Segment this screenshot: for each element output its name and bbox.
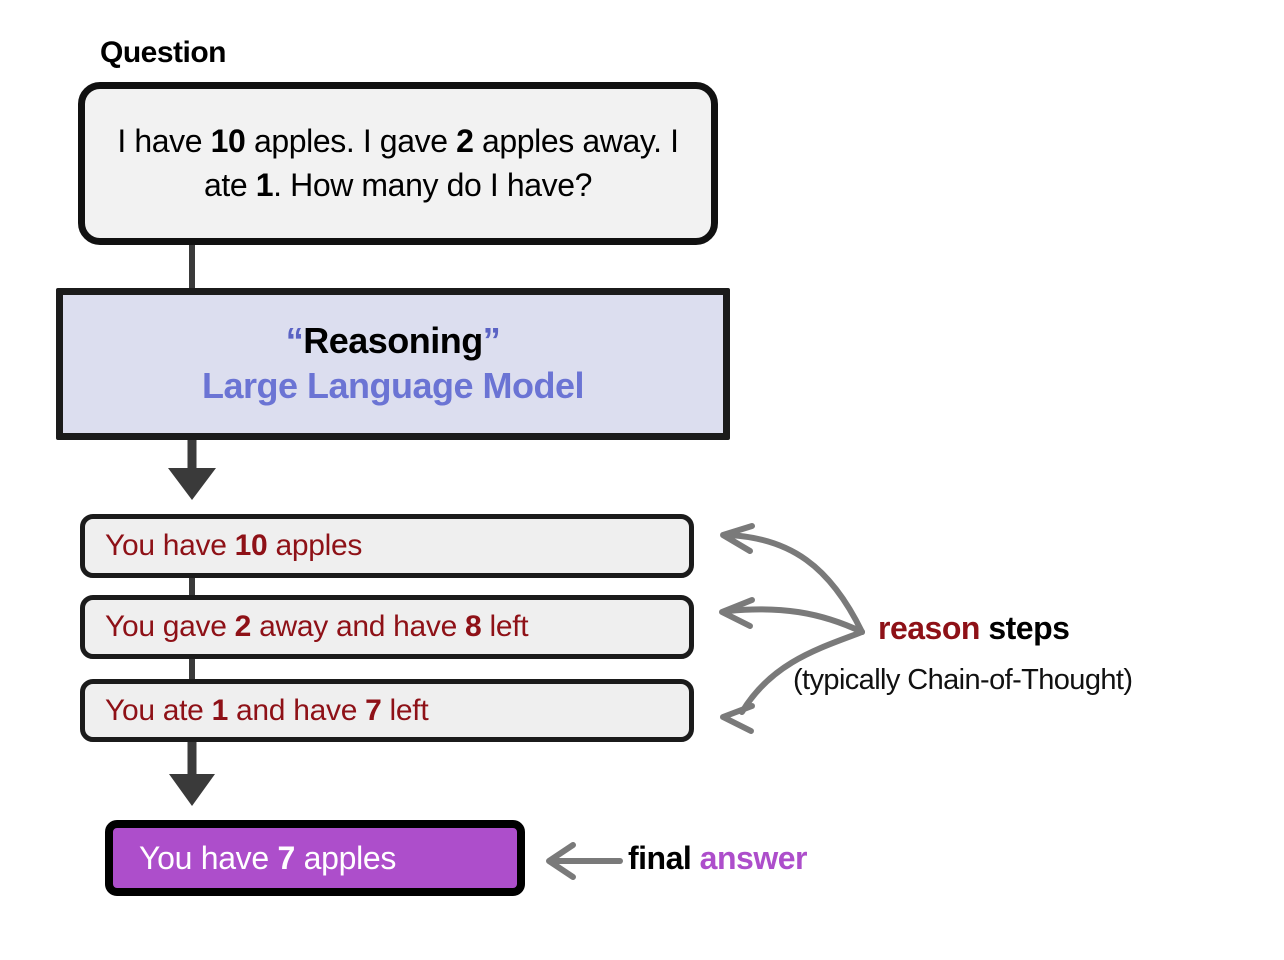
arrow-steps-to-answer <box>169 741 215 806</box>
step-2-pre: You gave <box>105 610 235 643</box>
step-1-number: 10 <box>234 529 268 562</box>
step-2-number: 2 <box>234 610 252 643</box>
reason-keyword: reason <box>878 610 980 646</box>
answer-post: apples <box>294 840 397 876</box>
callout-arrow-final-answer <box>546 842 623 880</box>
reason-step-text-3: You ate 1 and have 7 left <box>85 693 429 727</box>
question-text-mid-2: apples away. I ate <box>203 123 679 203</box>
close-quote-glyph: ” <box>482 319 501 361</box>
callout-arrows-reason-steps <box>719 523 865 734</box>
step-1-pre: You have <box>105 529 235 562</box>
step-3-number: 1 <box>211 693 229 727</box>
model-name-label: Large Language Model <box>201 365 585 407</box>
step-3-mid: and have <box>228 693 366 727</box>
open-quote-glyph: “ <box>285 319 304 361</box>
reason-step-box-3: You ate 1 and have 7 left <box>80 679 694 742</box>
step-3-number-2: 7 <box>365 693 382 727</box>
reason-step-text-2: You gave 2 away and have 8 left <box>85 610 529 643</box>
arrow-model-to-steps <box>168 440 216 500</box>
question-number-1: 10 <box>210 123 246 160</box>
step-2-mid: away and have <box>251 610 466 643</box>
question-label: Question <box>100 36 227 69</box>
reasoning-word: Reasoning <box>303 319 483 361</box>
question-text: I have 10 apples. I gave 2 apples away. … <box>85 120 711 206</box>
question-number-3: 1 <box>255 166 274 203</box>
reasoning-title: “Reasoning” <box>286 320 501 362</box>
reason-step-text-1: You have 10 apples <box>85 531 362 561</box>
question-text-suffix: . How many do I have? <box>273 166 593 203</box>
answer-word: answer <box>699 840 808 876</box>
question-text-mid-1: apples. I gave <box>245 123 457 160</box>
final-answer-box: You have 7 apples <box>105 820 525 896</box>
reason-step-box-1: You have 10 apples <box>80 514 694 578</box>
answer-pre: You have <box>139 840 278 876</box>
step-1-post: apples <box>267 529 363 562</box>
reasoning-llm-box: “Reasoning” Large Language Model <box>56 288 730 440</box>
reason-steps-annotation: reason steps <box>878 610 1070 646</box>
final-answer-text: You have 7 apples <box>113 842 396 874</box>
steps-word: steps <box>979 610 1070 646</box>
reason-step-box-2: You gave 2 away and have 8 left <box>80 595 694 659</box>
final-answer-annotation: final answer <box>628 842 807 874</box>
question-number-2: 2 <box>456 123 474 160</box>
step-2-number-2: 8 <box>465 610 482 643</box>
step-3-post: left <box>381 693 429 727</box>
chain-of-thought-note: (typically Chain-of-Thought) <box>793 664 1133 696</box>
answer-number: 7 <box>277 840 295 876</box>
step-3-pre: You ate <box>105 693 212 727</box>
question-box: I have 10 apples. I gave 2 apples away. … <box>78 82 718 245</box>
question-text-prefix: I have <box>117 123 211 160</box>
step-2-post: left <box>481 610 529 643</box>
final-word: final <box>628 840 700 876</box>
